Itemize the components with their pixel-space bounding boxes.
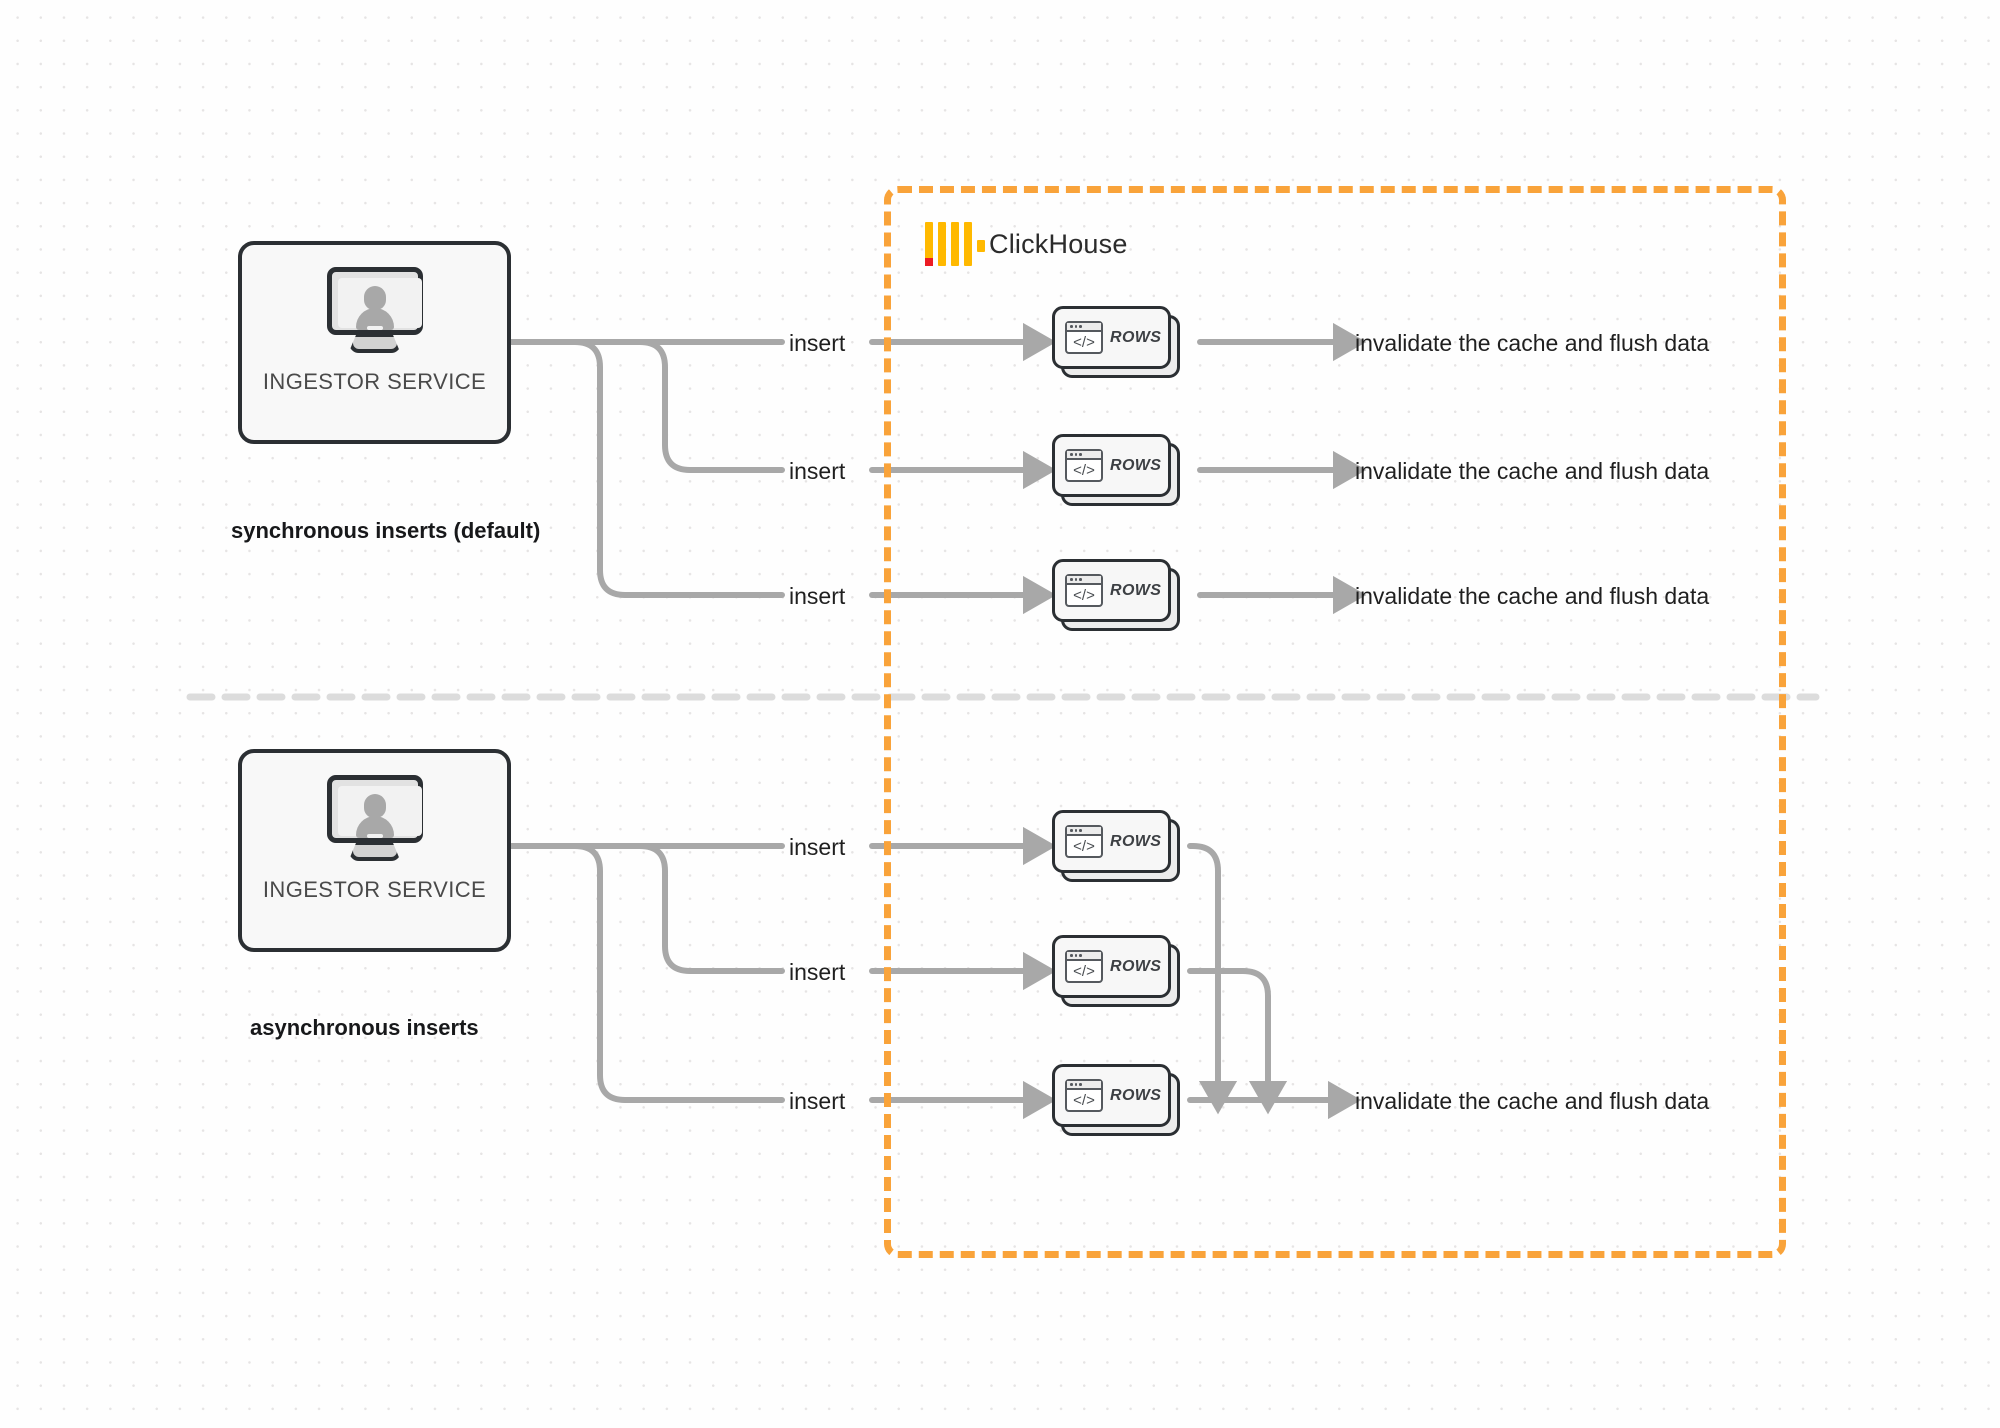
- code-window-icon: </>: [1065, 1079, 1103, 1112]
- clickhouse-label: ClickHouse: [989, 228, 1128, 259]
- edge-label-sync-insert-2: insert: [789, 458, 846, 484]
- ingestor-service-sync[interactable]: INGESTOR SERVICE: [238, 241, 511, 444]
- output-label-sync-1: invalidate the cache and flush data: [1355, 330, 1710, 356]
- edge-label-async-insert-2: insert: [789, 959, 846, 985]
- output-label-sync-2: invalidate the cache and flush data: [1355, 458, 1710, 484]
- edge-label-sync-insert-3: insert: [789, 583, 846, 609]
- ingestor-service-sync-label: INGESTOR SERVICE: [262, 369, 487, 394]
- clickhouse-brand: ClickHouse: [925, 222, 1128, 266]
- edge-label-sync-insert-1: insert: [789, 330, 846, 356]
- wire-async-3: [509, 843, 785, 1103]
- monitor-user-icon: [326, 267, 423, 353]
- rows-node-sync-2-label: ROWS: [1110, 456, 1162, 474]
- ingestor-service-async-label: INGESTOR SERVICE: [262, 877, 487, 902]
- code-window-icon: </>: [1065, 950, 1103, 983]
- edge-label-async-insert-1: insert: [789, 834, 846, 860]
- rows-node-async-1-label: ROWS: [1110, 832, 1162, 850]
- edge-label-async-insert-3: insert: [789, 1088, 846, 1114]
- output-label-sync-3: invalidate the cache and flush data: [1355, 583, 1710, 609]
- wire-sync-2: [509, 339, 785, 473]
- rows-node-async-1[interactable]: </> ROWS: [1052, 810, 1180, 882]
- caption-asynchronous: asynchronous inserts: [250, 1015, 479, 1040]
- rows-node-async-3-label: ROWS: [1110, 1086, 1162, 1104]
- rows-node-sync-1-label: ROWS: [1110, 328, 1162, 346]
- rows-node-sync-3-label: ROWS: [1110, 581, 1162, 599]
- code-window-icon: </>: [1065, 449, 1103, 482]
- code-window-icon: </>: [1065, 825, 1103, 858]
- rows-node-async-2-label: ROWS: [1110, 957, 1162, 975]
- rows-node-async-3[interactable]: </> ROWS: [1052, 1064, 1180, 1136]
- output-label-async-1: invalidate the cache and flush data: [1355, 1088, 1710, 1114]
- rows-node-async-2[interactable]: </> ROWS: [1052, 935, 1180, 1007]
- rows-node-sync-2[interactable]: </> ROWS: [1052, 434, 1180, 506]
- caption-synchronous: synchronous inserts (default): [231, 518, 541, 543]
- rows-node-sync-1[interactable]: </> ROWS: [1052, 306, 1180, 378]
- wire-sync-3: [509, 339, 785, 598]
- monitor-user-icon: [326, 775, 423, 861]
- code-window-icon: </>: [1065, 574, 1103, 607]
- ingestor-service-async[interactable]: INGESTOR SERVICE: [238, 749, 511, 952]
- wire-async-2: [509, 843, 785, 974]
- clickhouse-logo-icon: [925, 222, 985, 266]
- rows-node-sync-3[interactable]: </> ROWS: [1052, 559, 1180, 631]
- code-window-icon: </>: [1065, 321, 1103, 354]
- clickhouse-boundary: [884, 186, 1786, 1258]
